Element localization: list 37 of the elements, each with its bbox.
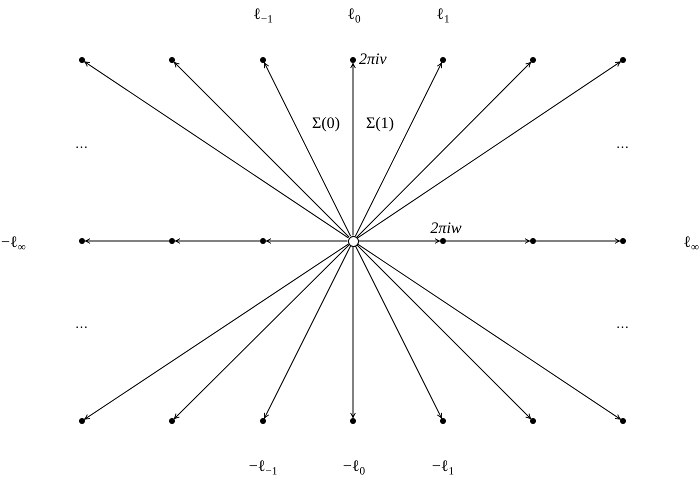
point-label: 2πiv — [359, 50, 387, 70]
origin-circle — [348, 236, 358, 246]
point-dot — [260, 57, 266, 63]
ray-label: −ℓ$_{∞}$ — [1, 234, 26, 252]
point-dot — [530, 418, 536, 424]
point-dot — [620, 418, 626, 424]
ray-label: −ℓ$_{−1}$ — [248, 458, 278, 476]
point-dot — [169, 418, 175, 424]
ray-label: −ℓ$_{1}$ — [432, 458, 454, 476]
point-dot — [620, 238, 626, 244]
point-dot — [260, 238, 266, 244]
ray-label: ℓ$_{0}$ — [347, 6, 361, 24]
point-dot — [169, 238, 175, 244]
point-dot — [620, 57, 626, 63]
ray-label: ℓ$_{−1}$ — [253, 6, 273, 24]
point-dot — [350, 57, 356, 63]
point-dot — [440, 418, 446, 424]
ray-label: ℓ$_{1}$ — [436, 6, 450, 24]
sector-label: Σ(0) — [312, 114, 340, 134]
point-dot — [169, 57, 175, 63]
ellipsis: ⋯ — [616, 322, 630, 336]
sector-label: Σ(1) — [366, 114, 394, 134]
ellipsis: ⋯ — [616, 142, 630, 156]
ray-label: −ℓ$_{0}$ — [342, 458, 366, 476]
ellipsis: ⋯ — [75, 142, 89, 156]
point-dot — [79, 418, 85, 424]
point-label: 2πiw — [430, 220, 462, 238]
point-dot — [440, 57, 446, 63]
point-dot — [530, 57, 536, 63]
ray-label: ℓ$_{∞}$ — [683, 234, 699, 252]
point-dot — [260, 418, 266, 424]
ellipsis: ⋯ — [75, 322, 89, 336]
point-dot — [440, 238, 446, 244]
point-dot — [530, 238, 536, 244]
point-dot — [350, 418, 356, 424]
point-dot — [79, 57, 85, 63]
point-dot — [79, 238, 85, 244]
